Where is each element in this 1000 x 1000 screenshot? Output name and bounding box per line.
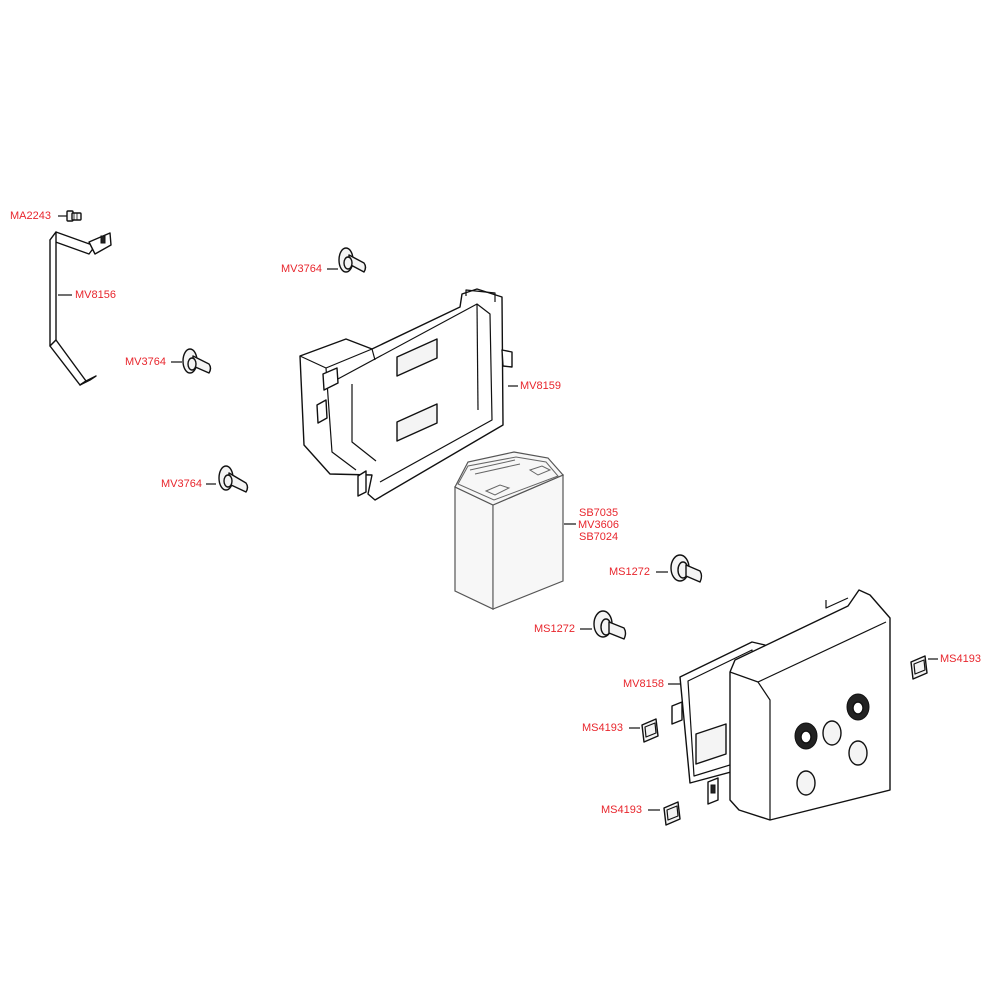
bolt-mv3764-middle — [182, 348, 212, 374]
bracket-mv8156 — [49, 231, 112, 386]
bolt-ms1272-upper — [670, 554, 703, 583]
label-mv8159: MV8159 — [520, 380, 561, 392]
label-ms1272-lower: MS1272 — [534, 623, 575, 635]
label-ms4193-bottom: MS4193 — [601, 804, 642, 816]
label-ma2243: MA2243 — [10, 210, 51, 222]
leader-lines — [58, 215, 938, 811]
battery-tray-mv8159 — [299, 288, 513, 501]
clip-ms4193-middle — [641, 718, 659, 743]
screw-ma2243 — [66, 210, 82, 222]
label-mv8158: MV8158 — [623, 678, 664, 690]
label-mv3764-top: MV3764 — [281, 263, 322, 275]
label-mv3764-middle: MV3764 — [125, 356, 166, 368]
clip-ms4193-right — [910, 655, 928, 680]
label-sb7024: SB7024 — [579, 531, 619, 543]
label-ms1272-upper: MS1272 — [609, 566, 650, 578]
bolt-mv3764-top — [338, 247, 367, 273]
label-sb7035: SB7035 — [579, 507, 619, 519]
label-mv3606: MV3606 — [578, 519, 619, 531]
control-box-mv8158 — [671, 589, 891, 821]
clip-ms4193-bottom — [663, 801, 681, 826]
bolt-mv3764-bottom — [218, 465, 249, 493]
bolt-ms1272-lower — [593, 610, 627, 640]
label-mv8156: MV8156 — [75, 289, 116, 301]
label-ms4193-right: MS4193 — [940, 653, 981, 665]
label-ms4193-middle: MS4193 — [582, 722, 623, 734]
battery-sb7035 — [454, 451, 564, 610]
label-mv3764-bottom: MV3764 — [161, 478, 202, 490]
